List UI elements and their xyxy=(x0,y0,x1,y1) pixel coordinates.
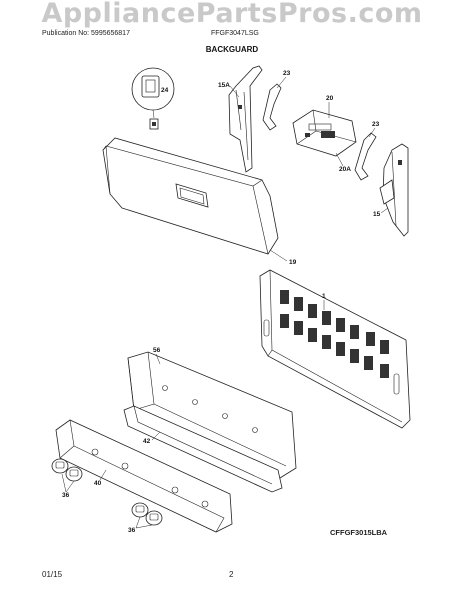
part-20-control-board[interactable] xyxy=(292,109,357,157)
callout-24: 24 xyxy=(161,87,169,94)
callout-1: 1 xyxy=(322,293,326,300)
part-19-backguard-panel[interactable] xyxy=(102,137,279,255)
callout-36-right: 36 xyxy=(128,527,136,534)
callout-56: 56 xyxy=(153,347,161,354)
callout-23-upper: 23 xyxy=(283,70,291,77)
callout-40: 40 xyxy=(94,480,102,487)
callout-23-right: 23 xyxy=(372,121,380,128)
callout-36-left: 36 xyxy=(62,492,70,499)
callout-15A: 15A xyxy=(218,82,230,89)
section-title: BACKGUARD xyxy=(205,45,259,54)
footer-date: 01/15 xyxy=(42,570,63,579)
callout-20A: 20A xyxy=(339,166,351,173)
part-40-control-panel[interactable] xyxy=(55,419,233,533)
callout-20: 20 xyxy=(326,95,334,102)
drawing-code: CFFGF3015LBA xyxy=(330,528,388,537)
callout-15: 15 xyxy=(373,211,381,218)
part-15-bracket[interactable] xyxy=(379,143,409,237)
publication-number: Publication No: 5995656817 xyxy=(42,30,130,37)
part-36-knobs-right[interactable] xyxy=(131,502,163,526)
part-23-clip-right[interactable] xyxy=(354,132,377,181)
model-number: FFGF3047LSG xyxy=(211,30,259,37)
part-15A-bracket[interactable] xyxy=(228,65,263,173)
part-23-clip-upper[interactable] xyxy=(262,83,282,131)
part-42-trim[interactable] xyxy=(123,405,283,493)
page-number: 2 xyxy=(229,570,234,579)
part-1-rear-panel[interactable] xyxy=(259,269,411,429)
watermark: AppliancePartsPros.com xyxy=(41,0,423,29)
callout-19: 19 xyxy=(289,259,297,266)
rear-panel-vents xyxy=(263,290,400,395)
part-24-switch[interactable] xyxy=(131,67,175,130)
callout-42: 42 xyxy=(143,438,151,445)
